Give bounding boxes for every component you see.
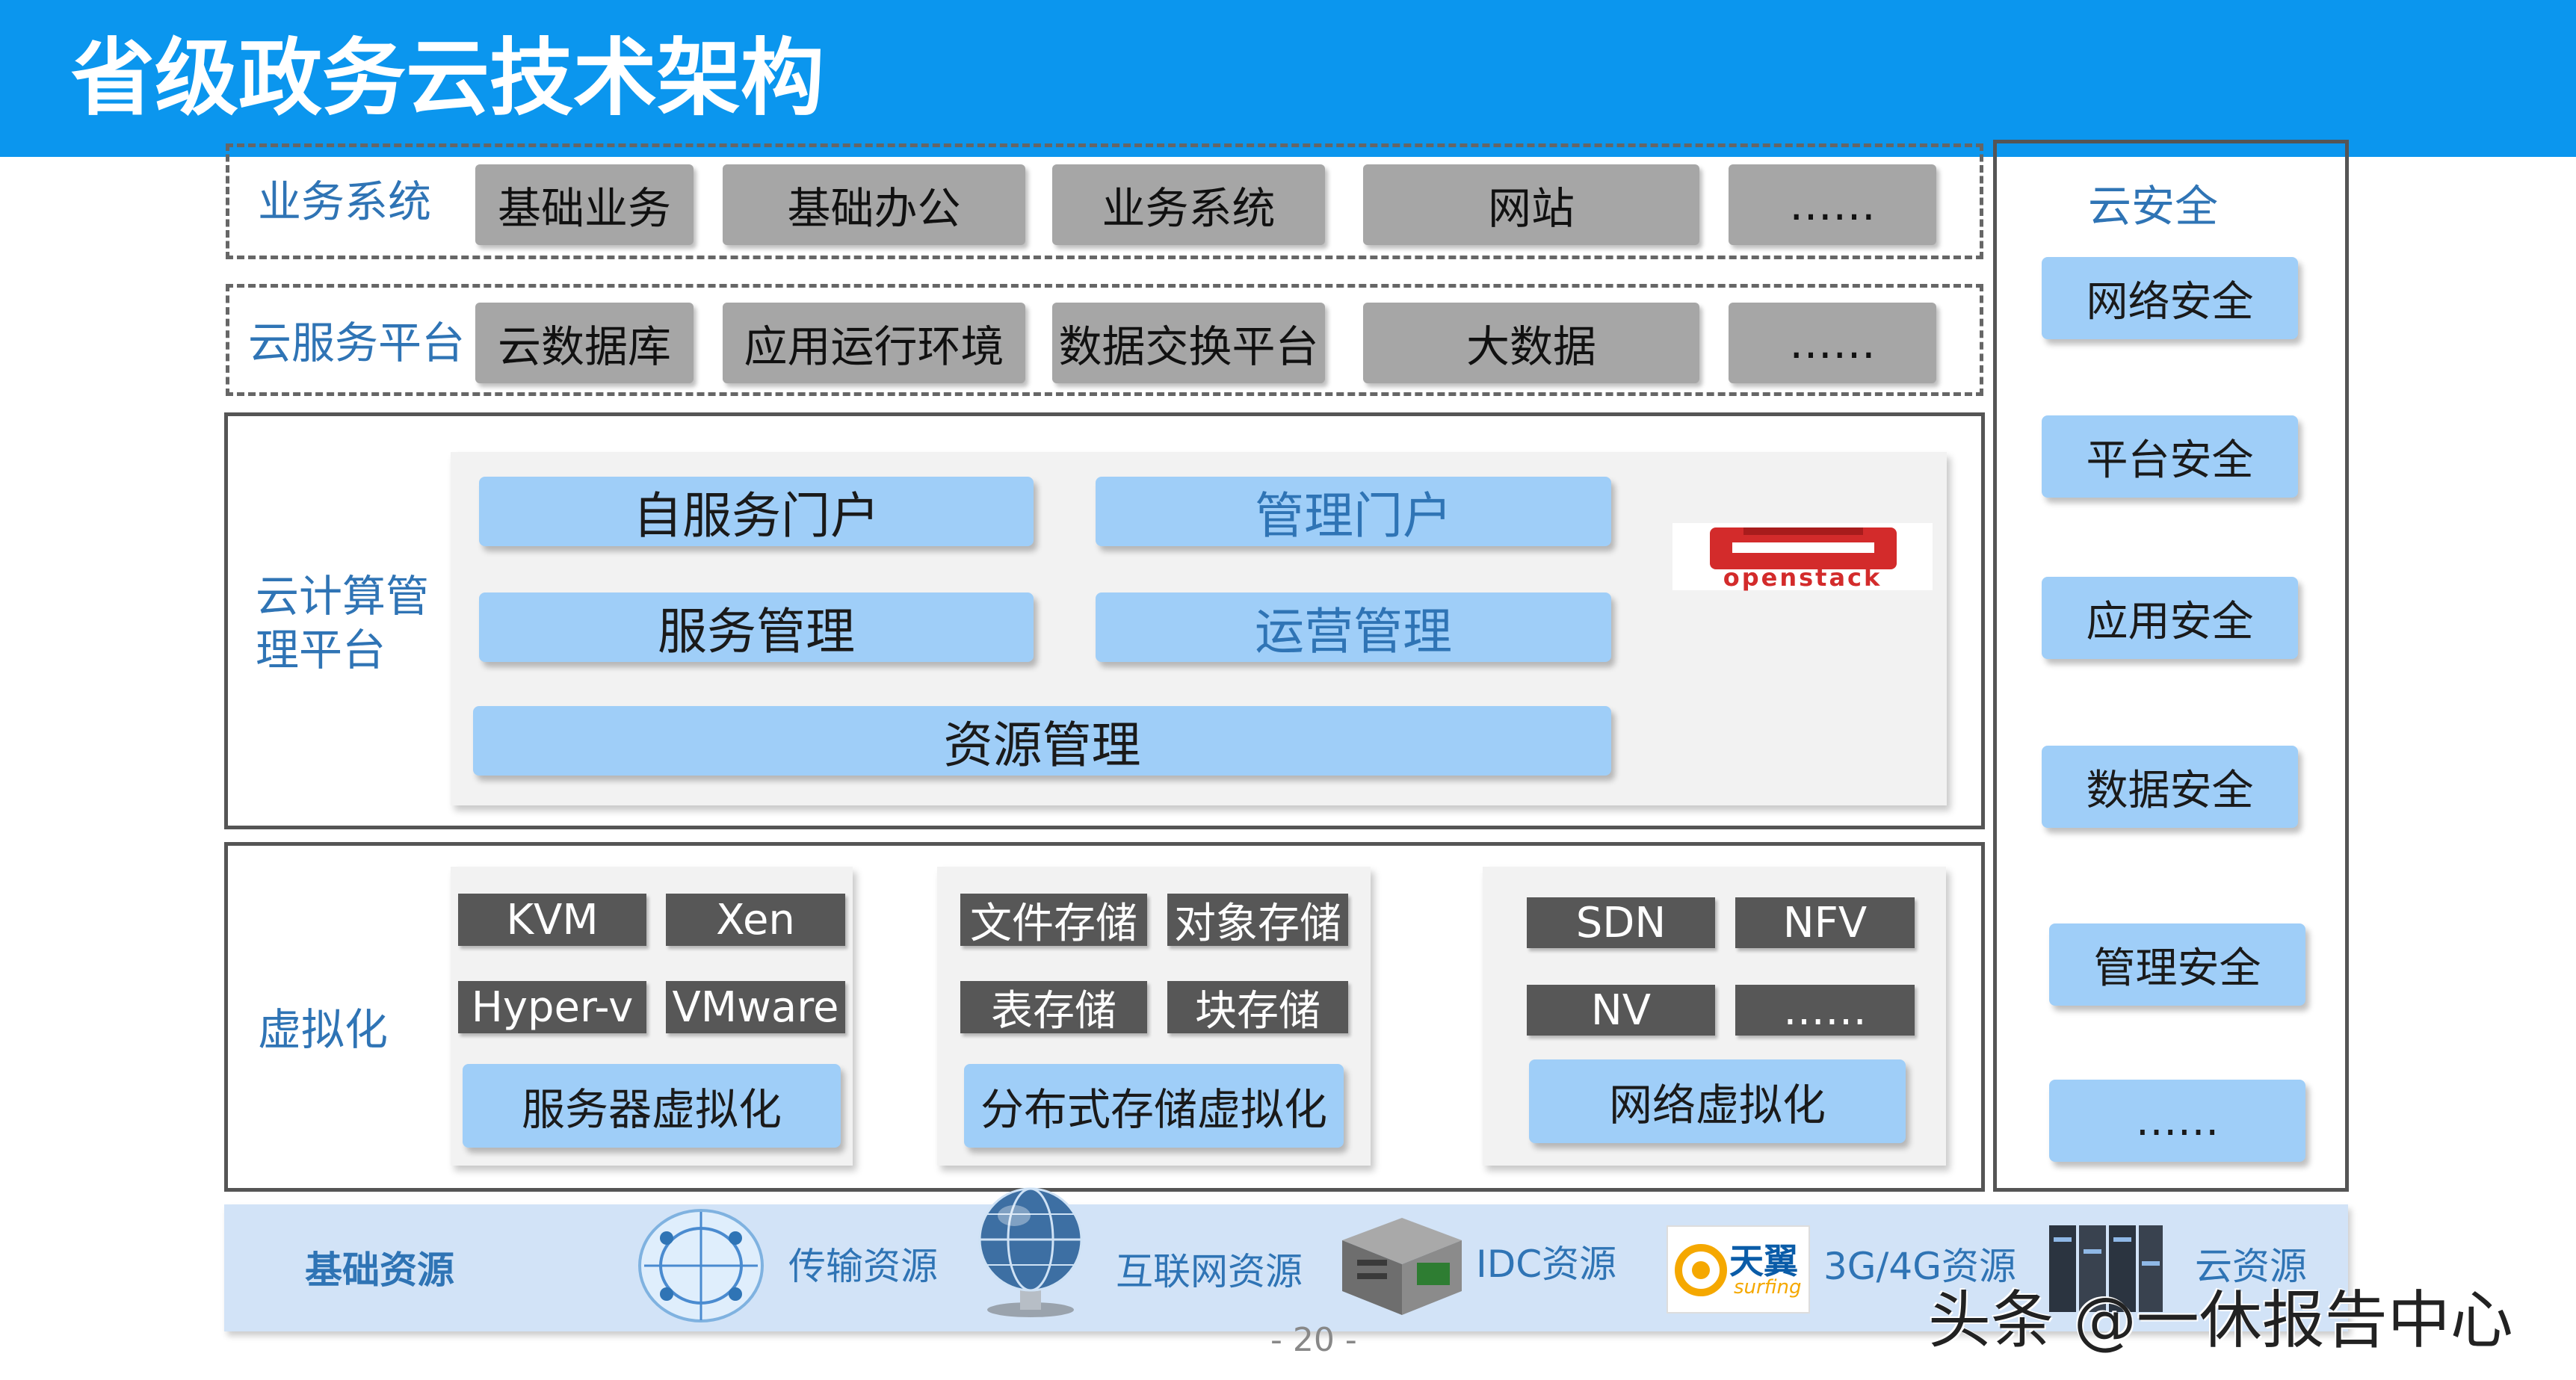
tag-block-storage: 块存储	[1167, 981, 1348, 1033]
business-layer-label: 业务系统	[258, 175, 431, 229]
business-item-basic: 基础业务	[475, 164, 694, 245]
tag-network-more: ……	[1735, 985, 1915, 1036]
tag-xen: Xen	[666, 894, 845, 946]
tag-hyperv: Hyper-v	[458, 981, 646, 1033]
cloud-service-item-more: ……	[1729, 303, 1936, 383]
page-title: 省级政务云技术架构	[71, 30, 824, 127]
watermark-text: 头条 @一休报告中心	[1928, 1270, 2513, 1361]
business-item-office: 基础办公	[723, 164, 1025, 245]
tianyi-logo: 天翼 surfing	[1667, 1225, 1810, 1314]
self-service-portal: 自服务门户	[479, 477, 1034, 546]
tag-vmware: VMware	[666, 981, 845, 1033]
server-virtualization: 服务器虚拟化	[463, 1064, 841, 1148]
page-number: - 20 -	[1270, 1321, 1357, 1359]
tag-object-storage: 对象存储	[1167, 894, 1348, 946]
security-management: 管理安全	[2049, 923, 2305, 1006]
cloud-mgmt-label-text: 云计算管理平台	[256, 571, 429, 675]
security-platform: 平台安全	[2042, 415, 2298, 498]
internet-globe-icon	[975, 1184, 1086, 1320]
cloud-service-item-database: 云数据库	[475, 303, 694, 383]
resource-transmission: 传输资源	[788, 1244, 938, 1289]
tianyi-brand-sub: surfing	[1734, 1276, 1802, 1299]
admin-portal: 管理门户	[1096, 477, 1611, 546]
resource-internet: 互联网资源	[1116, 1249, 1303, 1294]
cloud-mgmt-layer-label: 云计算管理平台	[256, 569, 450, 677]
transmission-network-icon	[637, 1204, 765, 1328]
cloud-service-layer-label: 云服务平台	[248, 316, 465, 370]
openstack-logo: openstack	[1672, 523, 1933, 590]
cloud-service-item-bigdata: 大数据	[1363, 303, 1699, 383]
tag-kvm: KVM	[458, 894, 646, 946]
business-item-system: 业务系统	[1052, 164, 1325, 245]
security-data: 数据安全	[2042, 746, 2298, 828]
cloud-security-title: 云安全	[2088, 179, 2218, 233]
business-item-website: 网站	[1363, 164, 1699, 245]
tag-file-storage: 文件存储	[960, 894, 1147, 946]
tag-nv: NV	[1527, 985, 1715, 1036]
cloud-service-item-runtime: 应用运行环境	[723, 303, 1025, 383]
infrastructure-label: 基础资源	[305, 1240, 454, 1294]
virtualization-layer-label: 虚拟化	[258, 1003, 388, 1056]
network-virtualization: 网络虚拟化	[1529, 1059, 1906, 1143]
business-item-more: ……	[1729, 164, 1936, 245]
service-management: 服务管理	[479, 592, 1034, 662]
tag-sdn: SDN	[1527, 897, 1715, 948]
openstack-logo-text: openstack	[1683, 563, 1922, 592]
security-network: 网络安全	[2042, 257, 2298, 339]
resource-management: 资源管理	[473, 706, 1611, 776]
security-application: 应用安全	[2042, 577, 2298, 659]
resource-idc: IDC资源	[1476, 1242, 1616, 1287]
cloud-service-item-exchange: 数据交换平台	[1052, 303, 1325, 383]
security-more: ……	[2049, 1080, 2305, 1162]
idc-server-icon	[1335, 1210, 1466, 1322]
tag-nfv: NFV	[1735, 897, 1915, 948]
storage-virtualization: 分布式存储虚拟化	[964, 1064, 1344, 1148]
operations-management: 运营管理	[1096, 592, 1611, 662]
tag-table-storage: 表存储	[960, 981, 1147, 1033]
